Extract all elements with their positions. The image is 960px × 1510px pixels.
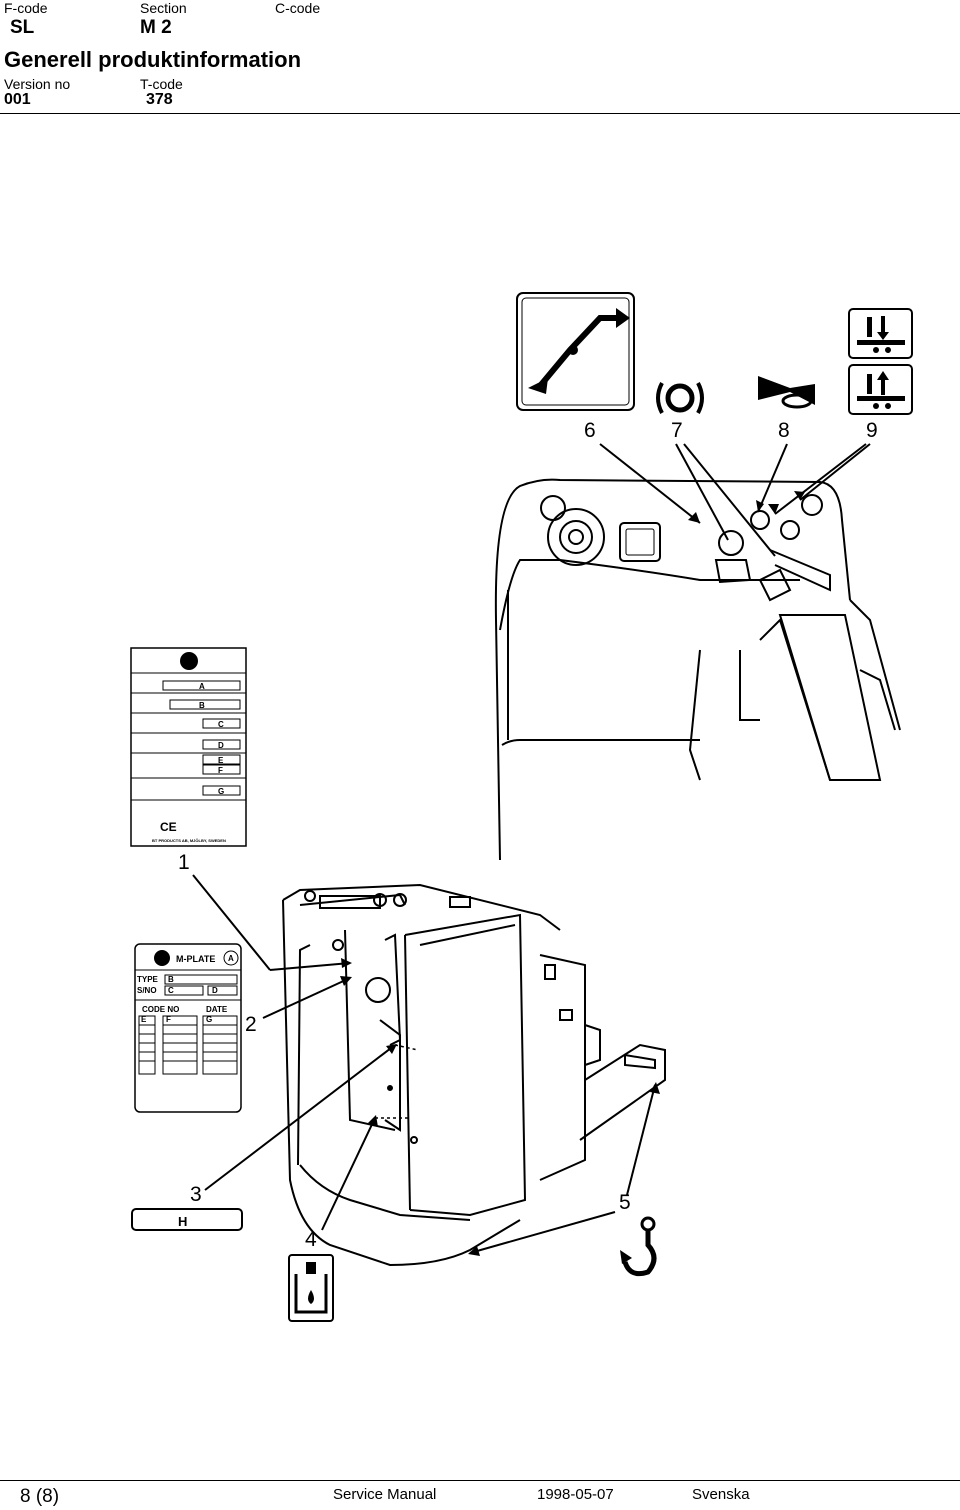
pointer-lines-top xyxy=(599,443,871,557)
callout-2: 2 xyxy=(245,1013,257,1036)
m-plate-type-code: B xyxy=(168,975,174,984)
callout-6: 6 xyxy=(584,419,596,442)
m-plate-date-label: DATE xyxy=(206,1005,228,1014)
m-plate-sno-label: S/NO xyxy=(137,986,157,995)
callout-8: 8 xyxy=(778,419,790,442)
callout-5: 5 xyxy=(619,1191,631,1214)
h-plate: H xyxy=(131,1208,243,1231)
m-plate-type-label: TYPE xyxy=(137,975,159,984)
plate-letter-f: F xyxy=(218,766,223,775)
truck-overview xyxy=(282,883,666,1267)
callout-4: 4 xyxy=(305,1228,317,1251)
plate-letter-g: G xyxy=(218,787,224,796)
data-plate-top: A B C D E F G CE BT PRODUCTS AB, MJÖLBY,… xyxy=(130,647,247,847)
callout-9: 9 xyxy=(866,419,878,442)
plate-letter-b: B xyxy=(199,701,205,710)
version-label: Version no xyxy=(4,76,71,92)
m-plate-title: M-PLATE xyxy=(176,954,215,964)
travel-direction-icon xyxy=(516,292,635,411)
ce-mark: CE xyxy=(160,820,177,834)
h-plate-label: H xyxy=(178,1214,187,1229)
page-number: 8 (8) xyxy=(20,1486,60,1507)
m-plate-badge: A xyxy=(228,954,234,963)
brake-icon xyxy=(656,382,704,414)
section-label: Section xyxy=(140,0,187,16)
footer-rule xyxy=(0,1480,960,1481)
plate-letter-a: A xyxy=(199,682,205,691)
version-value: 001 xyxy=(4,91,31,108)
lifting-hook-icon xyxy=(620,1216,657,1277)
m-plate-sno-code2: D xyxy=(212,986,218,995)
m-plate-sno-code: C xyxy=(168,986,174,995)
ccode-label: C-code xyxy=(275,0,321,16)
fcode-value: SL xyxy=(10,17,35,38)
pointer-lines-bottom xyxy=(192,874,656,1254)
plate-maker-line: BT PRODUCTS AB, MJÖLBY, SWEDEN xyxy=(152,838,226,843)
fcode-label: F-code xyxy=(4,0,48,16)
header-rule xyxy=(0,113,960,114)
page-title: Generell produktinformation xyxy=(4,47,302,72)
callout-3: 3 xyxy=(190,1183,202,1206)
m-plate-col-f: F xyxy=(166,1015,171,1024)
m-plate-col-g: G xyxy=(206,1015,212,1024)
footer-language: Svenska xyxy=(692,1486,750,1503)
plate-letter-d: D xyxy=(218,741,224,750)
lower-forks-icon xyxy=(848,308,913,359)
tcode-value: 378 xyxy=(146,91,173,108)
section-value: M 2 xyxy=(140,17,172,38)
footer-date: 1998-05-07 xyxy=(537,1486,614,1503)
footer-manual: Service Manual xyxy=(333,1486,437,1503)
dotted-leaders xyxy=(375,1044,419,1119)
callout-7: 7 xyxy=(671,419,683,442)
plate-letter-c: C xyxy=(218,720,224,729)
m-plate: M-PLATE A TYPE B S/NO C D CODE NO DATE E… xyxy=(134,943,242,1113)
m-plate-codeno-label: CODE NO xyxy=(142,1005,179,1014)
callout-1: 1 xyxy=(178,851,190,874)
plate-letter-e: E xyxy=(218,756,224,765)
raise-forks-icon xyxy=(848,364,913,415)
horn-icon xyxy=(758,376,815,409)
control-panel-closeup xyxy=(494,478,901,861)
tcode-label: T-code xyxy=(140,76,183,92)
m-plate-col-e: E xyxy=(141,1015,147,1024)
hydraulic-oil-icon xyxy=(288,1254,334,1322)
